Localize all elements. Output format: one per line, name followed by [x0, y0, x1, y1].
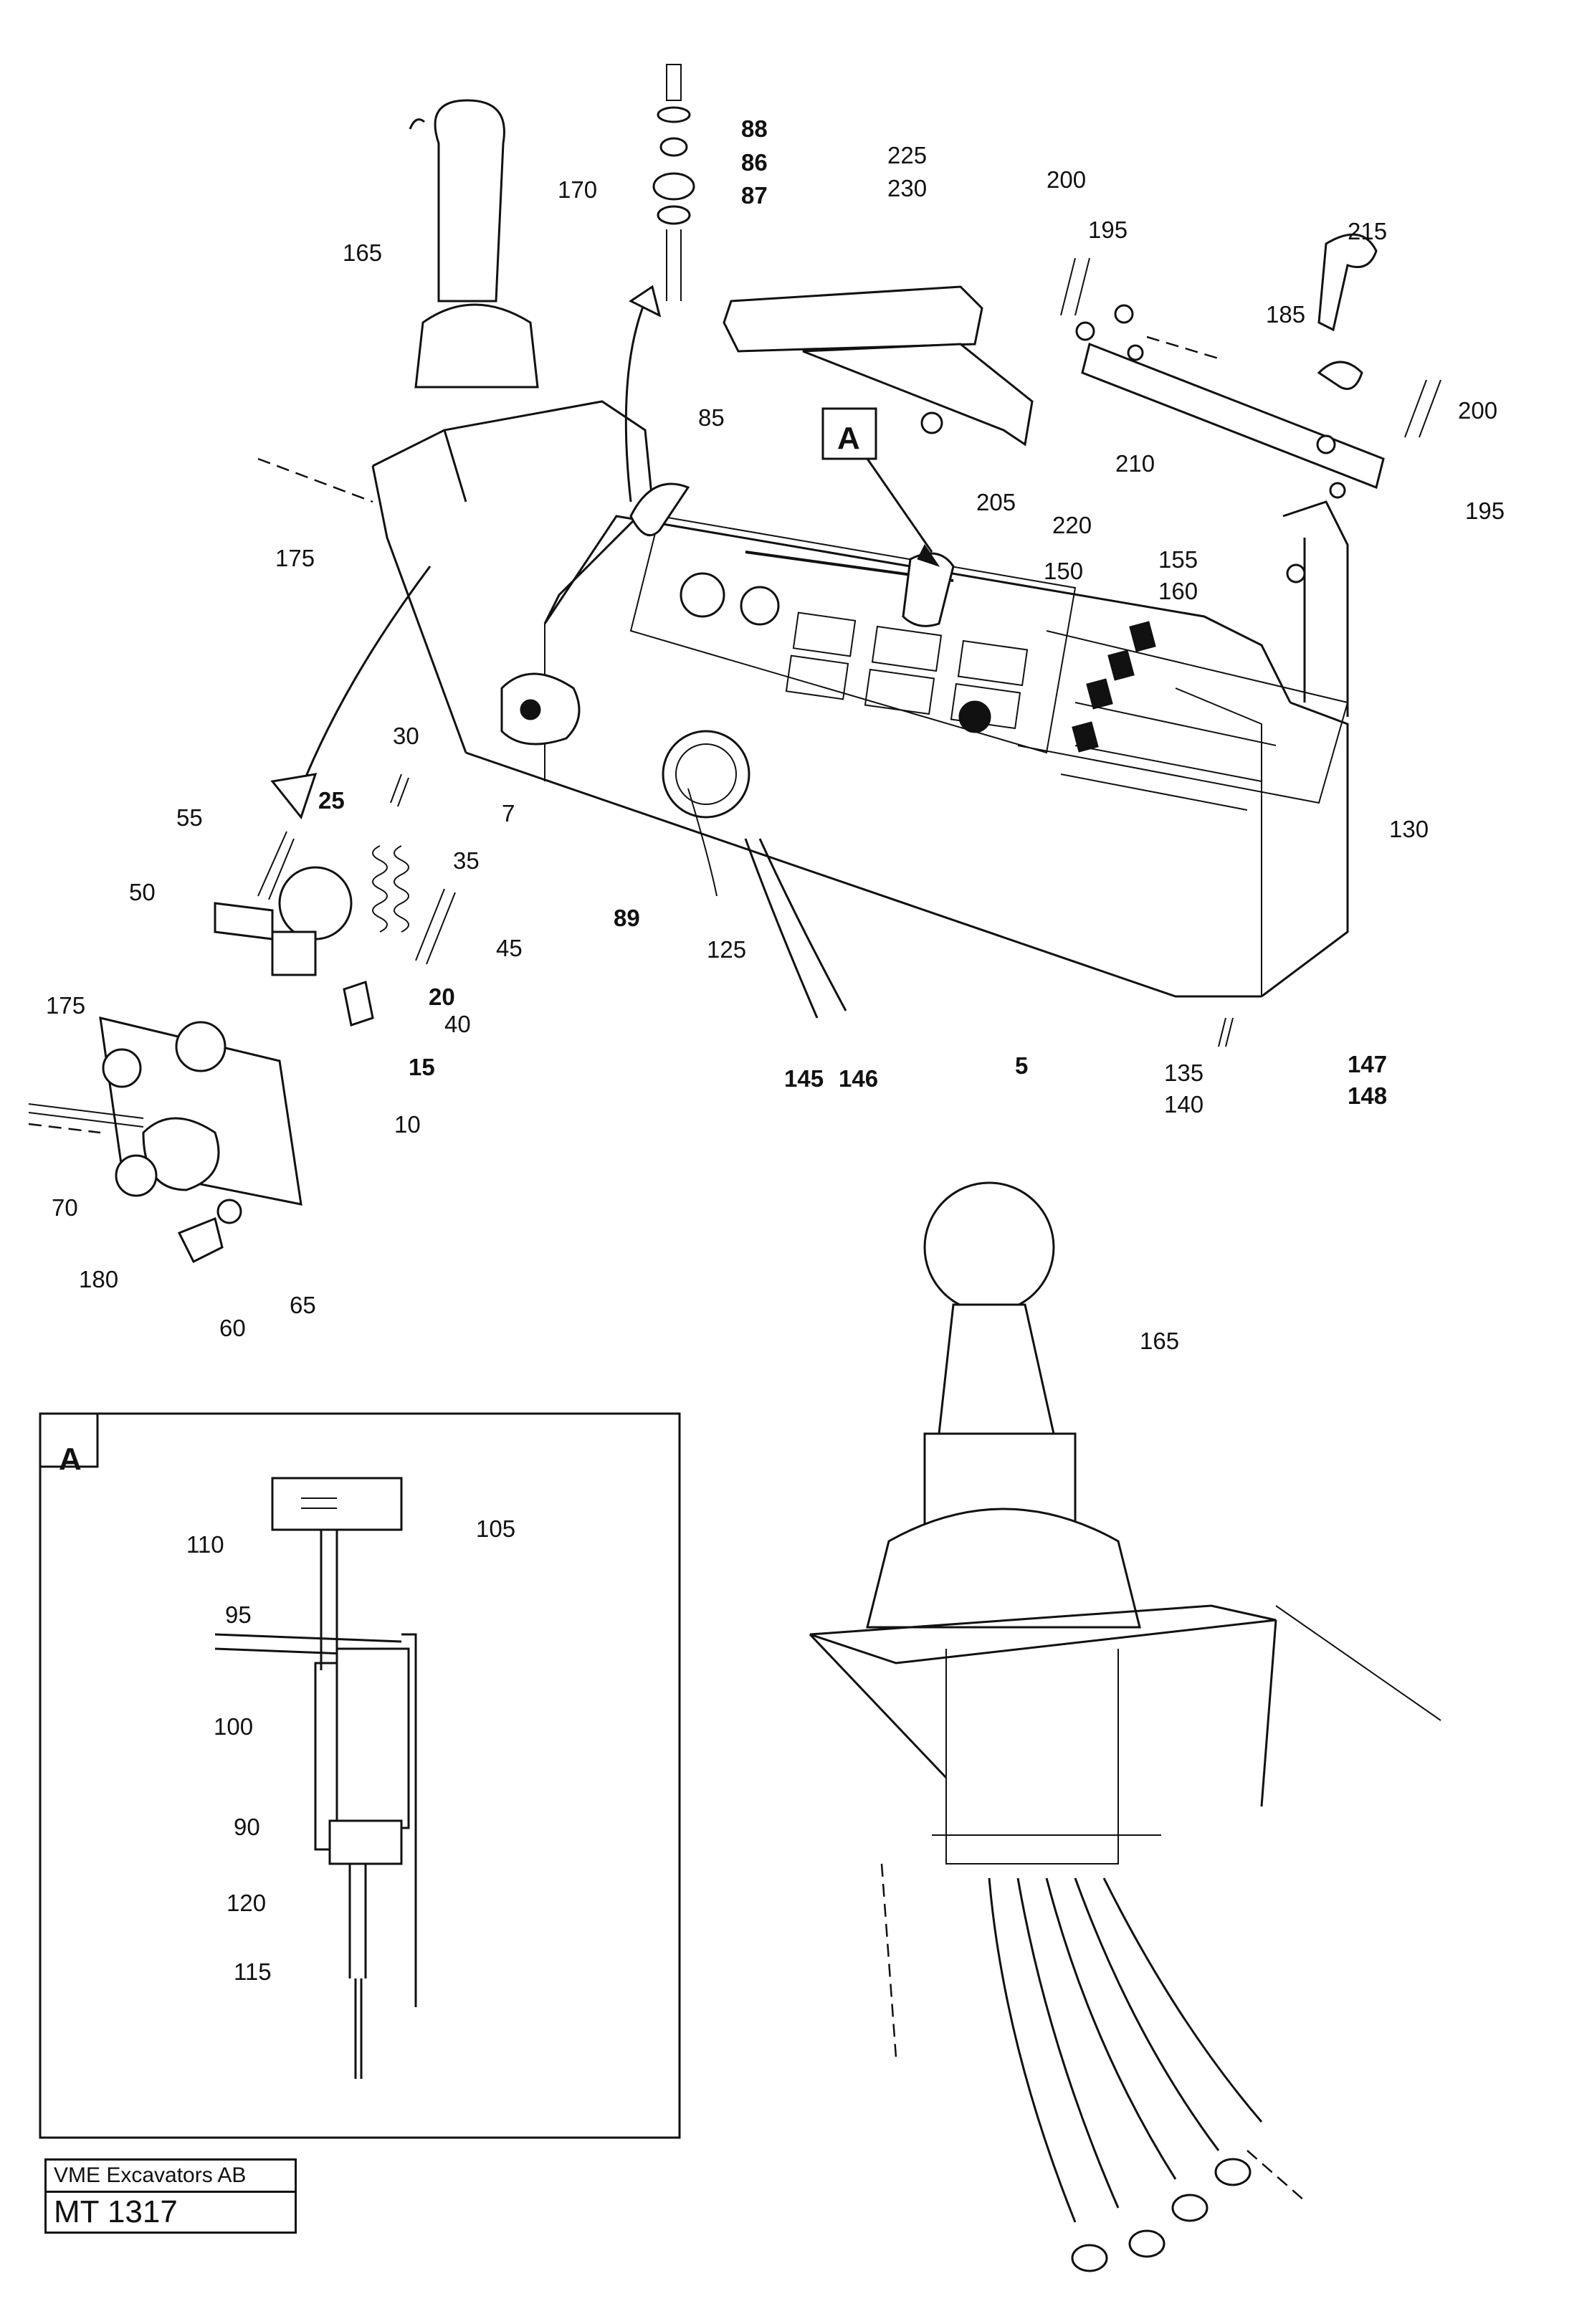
part-label-100: 100	[214, 1713, 253, 1740]
joystick-closeup	[809, 1181, 1441, 2272]
detail-a-panel	[39, 1412, 681, 2139]
part-label-60: 60	[219, 1315, 246, 1341]
part-label-135: 135	[1164, 1059, 1203, 1086]
part-label-185: 185	[1266, 301, 1305, 328]
part-label-70: 70	[52, 1194, 78, 1221]
bracket-assembly-185	[1060, 233, 1441, 584]
part-label-89: 89	[614, 905, 640, 931]
part-label-230: 230	[887, 175, 927, 201]
part-label-25: 25	[318, 787, 345, 814]
part-label-45: 45	[496, 935, 523, 961]
part-label-165: 165	[343, 239, 382, 266]
bushing-stack	[624, 64, 695, 503]
part-label-155: 155	[1158, 546, 1198, 573]
part-label-148: 148	[1348, 1082, 1387, 1109]
part-label-220: 220	[1052, 512, 1092, 538]
section-callouts: AA	[59, 407, 877, 1477]
part-label-86: 86	[741, 149, 768, 176]
drawing-number: MT 1317	[54, 2194, 178, 2229]
part-label-170: 170	[558, 176, 597, 203]
part-label-40: 40	[444, 1011, 471, 1037]
part-label-160: 160	[1158, 578, 1198, 604]
part-label-146: 146	[839, 1065, 878, 1092]
part-label-147: 147	[1348, 1051, 1387, 1077]
joystick-upper	[409, 99, 539, 389]
part-label-105: 105	[476, 1515, 515, 1542]
part-label-225: 225	[887, 142, 927, 168]
part-label-175: 175	[275, 545, 315, 571]
part-label-215: 215	[1348, 218, 1387, 244]
title-block: VME Excavators AB MT 1317	[44, 2158, 297, 2234]
part-label-20: 20	[429, 984, 455, 1010]
part-label-180: 180	[79, 1266, 118, 1292]
part-label-200: 200	[1047, 166, 1086, 193]
part-label-120: 120	[227, 1890, 266, 1916]
part-label-200: 200	[1458, 397, 1497, 424]
part-label-115: 115	[234, 1958, 272, 1985]
part-label-165: 165	[1140, 1328, 1179, 1354]
part-label-130: 130	[1389, 816, 1429, 842]
part-label-65: 65	[290, 1292, 316, 1318]
part-label-145: 145	[784, 1065, 824, 1092]
part-label-10: 10	[394, 1111, 421, 1138]
callout-label: A	[837, 421, 860, 456]
part-label-205: 205	[976, 489, 1016, 515]
part-label-5: 5	[1015, 1052, 1028, 1079]
armrest-handle	[723, 285, 1034, 447]
callout-box	[821, 407, 877, 460]
company-name: VME Excavators AB	[47, 2161, 295, 2193]
part-label-110: 110	[186, 1531, 224, 1558]
part-label-210: 210	[1115, 450, 1155, 477]
part-label-7: 7	[502, 800, 515, 827]
part-label-35: 35	[453, 847, 480, 874]
part-label-87: 87	[741, 182, 768, 209]
callout-label: A	[59, 1442, 82, 1477]
part-label-175: 175	[46, 992, 85, 1019]
part-label-140: 140	[1164, 1091, 1203, 1118]
part-label-85: 85	[698, 404, 725, 431]
control-console-housing	[371, 400, 1349, 1047]
part-label-55: 55	[176, 804, 203, 831]
switch-bank	[1060, 621, 1277, 811]
part-label-150: 150	[1044, 558, 1083, 584]
part-label-195: 195	[1465, 497, 1505, 524]
part-label-88: 88	[741, 115, 768, 142]
part-label-30: 30	[393, 723, 419, 749]
part-label-50: 50	[129, 879, 156, 905]
exploded-lever-mechanism	[28, 457, 456, 1264]
part-label-95: 95	[225, 1601, 252, 1628]
part-label-90: 90	[234, 1814, 260, 1840]
part-label-195: 195	[1088, 216, 1128, 243]
part-label-125: 125	[707, 936, 746, 963]
part-label-15: 15	[409, 1054, 435, 1080]
